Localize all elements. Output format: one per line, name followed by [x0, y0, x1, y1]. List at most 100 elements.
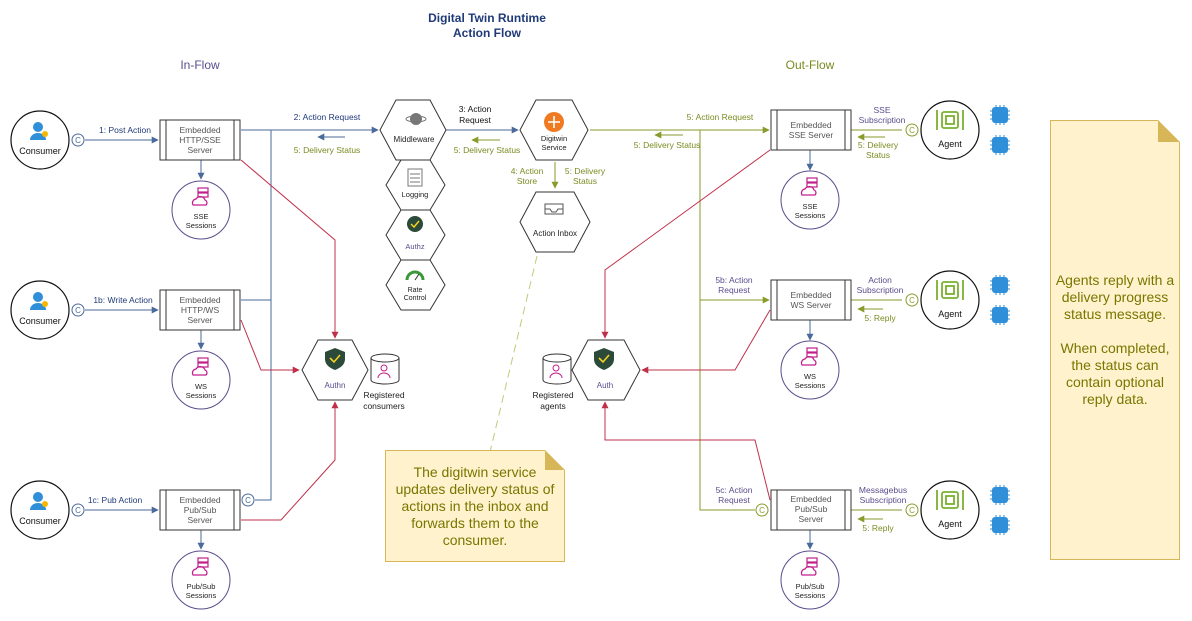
svg-text:C: C [245, 496, 251, 505]
action-inbox-hex: Action Inbox [519, 191, 591, 253]
diagram-title-line2: Action Flow [453, 26, 522, 40]
svg-text:Action Inbox: Action Inbox [533, 229, 577, 238]
label-delivery-status-left: 5: Delivery Status [294, 145, 361, 155]
document-icon [407, 168, 423, 187]
label-write-action: 1b: Write Action [93, 295, 153, 305]
auth-hex: Auth [571, 339, 641, 401]
out-flow-heading: Out-Flow [786, 58, 835, 72]
gear-planet-icon [405, 113, 427, 125]
label-post-action: 1: Post Action [99, 125, 151, 135]
agent-device-icon [936, 110, 964, 130]
label-delivery-status-right: 5: Delivery Status [634, 140, 701, 150]
note-agents-reply-text: Agents reply with a delivery progress st… [1055, 272, 1175, 407]
chip-icons [990, 105, 1010, 535]
svg-text:Agent: Agent [938, 519, 962, 529]
user-icon [30, 122, 48, 140]
label-action-request: 2: Action Request [294, 112, 361, 122]
svg-text:C: C [75, 506, 81, 515]
svg-text:C: C [75, 136, 81, 145]
user-icon [549, 364, 563, 379]
authz-hex: Authz [385, 209, 446, 261]
consumer-label: Consumer [19, 316, 61, 326]
svg-text:Agent: Agent [938, 309, 962, 319]
middleware-hex: Middleware [379, 99, 447, 161]
edge-labels: 1: Post Action 1b: Write Action 1c: Pub … [88, 104, 907, 533]
gauge-icon [405, 270, 425, 281]
note-agents-reply: Agents reply with a delivery progress st… [1050, 120, 1180, 560]
svg-text:C: C [909, 126, 915, 135]
svg-text:Agent: Agent [938, 139, 962, 149]
consumer-node: Consumer [10, 280, 70, 340]
svg-text:Auth: Auth [597, 381, 613, 390]
client-connectors: C C C C C C C C [71, 123, 919, 517]
consumer-label: Consumer [19, 516, 61, 526]
sessions-icon [800, 557, 818, 576]
chip-icon [990, 275, 1010, 295]
agent-device-icon [936, 280, 964, 300]
label-action-request-5: 5: Action Request [687, 112, 754, 122]
consumer-node: Consumer [10, 110, 70, 170]
svg-text:C: C [75, 306, 81, 315]
router-icon [544, 112, 564, 132]
sessions-icon [191, 357, 209, 376]
agent-node: Agent [920, 270, 980, 330]
note-digitwin-update-text: The digitwin service updates delivery st… [395, 463, 555, 548]
chip-icon [990, 305, 1010, 325]
agent-device-icon [936, 490, 964, 510]
connection-lines [85, 126, 919, 550]
chip-icon [990, 135, 1010, 155]
svg-text:C: C [759, 506, 765, 515]
user-icon [30, 292, 48, 310]
svg-text:Authn: Authn [325, 381, 346, 390]
shield-icon [407, 216, 423, 232]
chip-icon [990, 485, 1010, 505]
shield-icon [325, 348, 345, 370]
shield-icon [594, 348, 614, 370]
sessions-icon [800, 347, 818, 366]
label-pub-action: 1c: Pub Action [88, 495, 143, 505]
label-reply-ws: 5: Reply [864, 313, 896, 323]
agent-node: Agent [920, 480, 980, 540]
user-icon [377, 364, 391, 379]
svg-text:Middleware: Middleware [394, 135, 435, 144]
user-icon [30, 492, 48, 510]
consumer-node: Consumer [10, 480, 70, 540]
logging-hex: Logging [385, 159, 446, 211]
svg-text:Authz: Authz [405, 242, 424, 251]
chip-icon [990, 515, 1010, 535]
svg-text:Logging: Logging [402, 190, 429, 199]
in-flow-heading: In-Flow [180, 58, 220, 72]
svg-text:C: C [909, 296, 915, 305]
consumer-label: Consumer [19, 146, 61, 156]
label-delivery-status-mid: 5: Delivery Status [454, 145, 521, 155]
